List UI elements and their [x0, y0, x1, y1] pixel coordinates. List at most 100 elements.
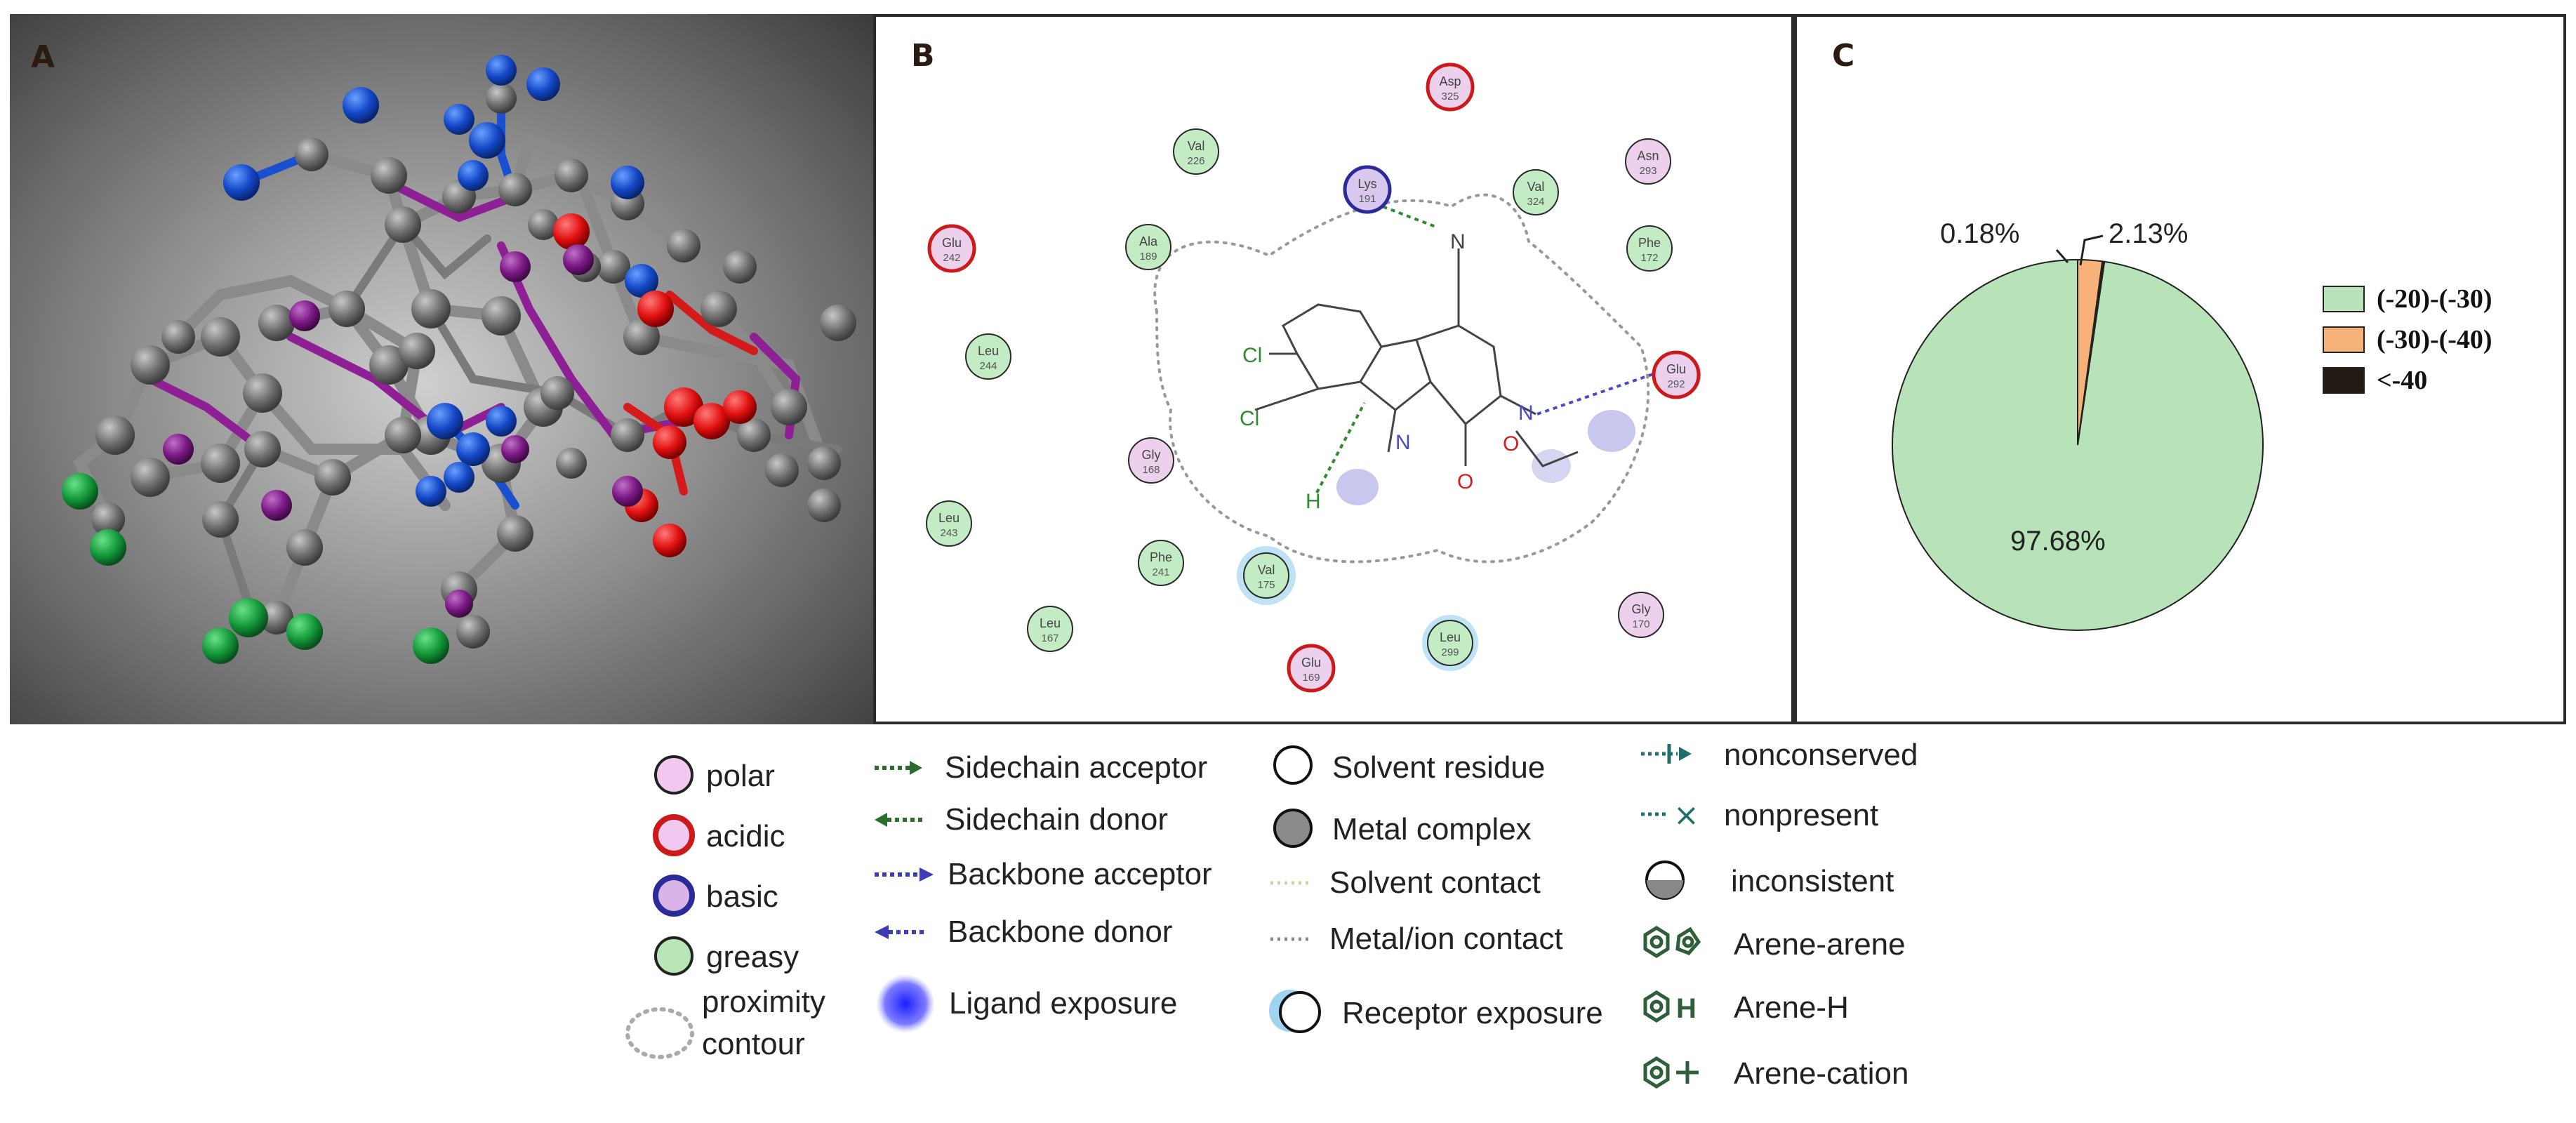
atom-spheres: [62, 55, 856, 664]
arene-h-icon: [1643, 990, 1670, 1023]
residue-name: Leu: [1040, 616, 1061, 630]
atom-labels: Cl Cl N N N O O H: [1240, 230, 1534, 513]
atom-h: H: [1306, 490, 1321, 513]
svg-text:H: H: [1676, 993, 1697, 1024]
residue-number: 172: [1640, 252, 1658, 264]
legend-sidechain-donor: Sidechain donor: [945, 802, 1168, 837]
residue-name: Val: [1188, 139, 1205, 153]
residue-phe172: Phe 172: [1626, 225, 1673, 272]
residue-gly168: Gly 168: [1128, 437, 1174, 484]
legend-basic: basic: [706, 879, 778, 914]
residue-name: Asp: [1439, 74, 1461, 88]
residue-name: Val: [1527, 180, 1545, 194]
atom-cl2: Cl: [1240, 407, 1259, 430]
pie-leader-2: [2055, 249, 2069, 263]
legend-nonpresent: nonpresent: [1724, 798, 1878, 832]
residue-name: Phe: [1638, 236, 1661, 250]
panel-c: C 97.68%2.13%0.18% (-20)-(-30)(-30)-(-40…: [1794, 14, 2566, 724]
pie-legend-label-0: (-20)-(-30): [2377, 284, 2492, 314]
residue-number: 175: [1257, 579, 1275, 591]
proximity-contour-swatch: [625, 1007, 694, 1059]
legend-backbone-donor: Backbone donor: [948, 915, 1172, 949]
greasy-swatch: [654, 936, 693, 976]
pie-legend-label-1: (-30)-(-40): [2377, 325, 2492, 354]
legend-col-solvent: Solvent residue Metal complex Solvent co…: [1269, 745, 1603, 1033]
residue-number: 243: [940, 527, 957, 539]
atom-n-ring: N: [1518, 401, 1534, 425]
panel-a: A: [10, 14, 873, 724]
legend-metal-complex: Metal complex: [1332, 812, 1532, 846]
ligand-structure: [1254, 248, 1579, 467]
pie-label-0: 97.68%: [2010, 526, 2106, 557]
legend-col-residue-types: polar acidic basic greasy proximity cont…: [625, 755, 825, 1061]
legend-solvent-residue: Solvent residue: [1332, 750, 1545, 785]
legend-arene-h: Arene-H: [1734, 990, 1849, 1025]
legend-contour: contour: [702, 1027, 805, 1061]
residue-ala189: Ala 189: [1125, 224, 1171, 270]
panel-b: B: [873, 14, 1794, 724]
residue-number: 191: [1358, 193, 1376, 205]
residue-number: 324: [1527, 196, 1544, 208]
residue-name: Asn: [1637, 149, 1659, 163]
pie-label-1: 2.13%: [2109, 218, 2188, 249]
pie-legend-swatch-0: [2323, 286, 2365, 312]
legend-col-interactions: Sidechain acceptor Sidechain donor Backb…: [875, 750, 1212, 1033]
atom-o-ester: O: [1503, 432, 1519, 456]
atom-cl1: Cl: [1242, 344, 1262, 367]
legend-col-arene: nonconserved × nonpresent inconsistent A…: [1641, 738, 1918, 1091]
residue-leu167: Leu 167: [1027, 606, 1073, 652]
legend-polar: polar: [706, 759, 775, 793]
legend-backbone-acceptor: Backbone acceptor: [948, 857, 1212, 891]
residue-lys191: Lys 191: [1343, 165, 1392, 214]
arene-arene-icon: [1643, 926, 1701, 958]
residue-name: Ala: [1139, 234, 1158, 248]
atom-n-nitrile: N: [1450, 230, 1466, 253]
residue-name: Glu: [1666, 362, 1686, 376]
interaction-legend: polar acidic basic greasy proximity cont…: [625, 738, 1918, 1091]
atom-n-indole: N: [1395, 431, 1411, 454]
pie-legend-label-2: <-40: [2377, 366, 2427, 395]
ligand-exposure-swatch: [876, 974, 935, 1033]
metal-complex-swatch: [1273, 809, 1313, 848]
proximity-contour: [1153, 193, 1650, 564]
residue-val175: Val 175: [1243, 552, 1289, 599]
acidic-swatch: [653, 814, 695, 856]
residue-name: Leu: [978, 344, 999, 358]
residue-number: 325: [1441, 91, 1459, 102]
legend-proximity: proximity: [702, 985, 825, 1019]
legend-arene-cation: Arene-cation: [1734, 1056, 1908, 1091]
residue-name: Lys: [1357, 177, 1376, 191]
pie-legend: (-20)-(-30) (-30)-(-40) <-40: [2323, 284, 2492, 395]
residue-name: Val: [1258, 563, 1275, 577]
pie-slices: [1892, 258, 2264, 631]
molecule-overlay-3d: [62, 55, 856, 664]
residue-leu244: Leu 244: [965, 333, 1011, 380]
legend-greasy: greasy: [706, 940, 799, 974]
legend-acidic: acidic: [706, 819, 785, 853]
pie-label-2: 0.18%: [1940, 218, 2019, 249]
legend-solvent-contact: Solvent contact: [1329, 865, 1541, 900]
arene-cation-icon: [1643, 1056, 1699, 1089]
residue-number: 244: [979, 360, 997, 372]
residue-number: 189: [1139, 251, 1157, 263]
residue-name: Leu: [1440, 630, 1461, 644]
residue-name: Gly: [1632, 602, 1651, 616]
residue-asp325: Asp 325: [1426, 62, 1475, 112]
legend-ligand-exposure: Ligand exposure: [949, 986, 1177, 1021]
residue-number: 169: [1302, 672, 1320, 684]
panel-a-label: A: [31, 39, 55, 75]
residue-number: 293: [1639, 165, 1657, 177]
atom-o-carbonyl: O: [1457, 470, 1473, 493]
residue-number: 167: [1041, 632, 1058, 644]
residue-number: 292: [1667, 378, 1685, 390]
residue-name: Gly: [1142, 448, 1161, 462]
legend-receptor-exposure: Receptor exposure: [1342, 996, 1603, 1030]
pie-leader-1: [2079, 234, 2104, 266]
residue-number: 168: [1142, 464, 1160, 476]
pie-slice-2: [2077, 260, 2106, 446]
legend-arene-arene: Arene-arene: [1734, 927, 1906, 962]
pie-legend-swatch-2: [2323, 367, 2365, 394]
